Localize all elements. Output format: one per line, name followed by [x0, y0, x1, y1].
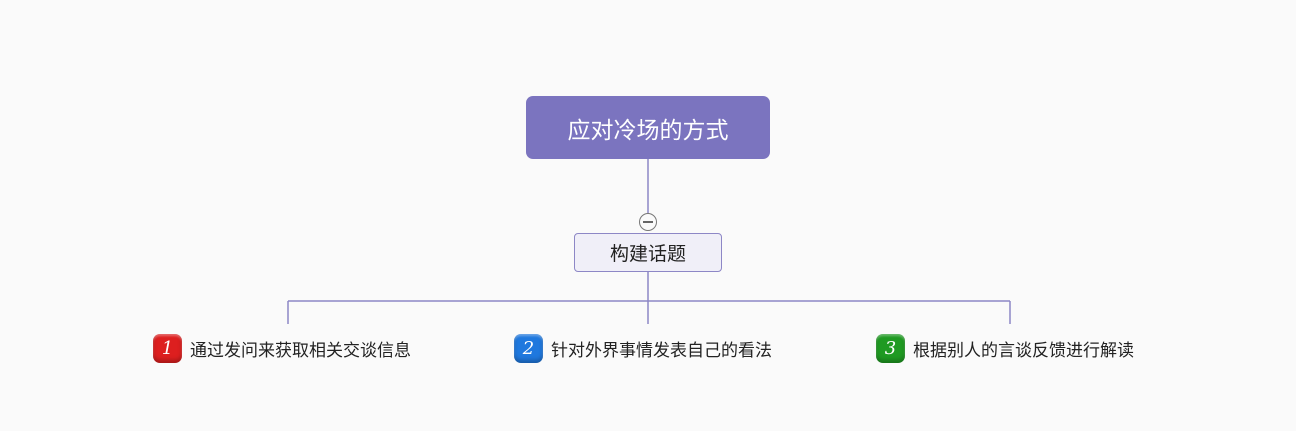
subtopic-node[interactable]: 构建话题	[574, 233, 722, 272]
leaf-topic-label: 根据别人的言谈反馈进行解读	[913, 340, 1134, 361]
collapse-minus-icon[interactable]	[639, 213, 657, 231]
subtopic-label: 构建话题	[609, 243, 686, 265]
priority-2-icon: 2	[514, 333, 543, 363]
leaf-topic-label: 针对外界事情发表自己的看法	[551, 340, 772, 361]
leaf-topic-label: 通过发问来获取相关交谈信息	[190, 340, 411, 361]
priority-1-icon: 1	[153, 333, 182, 363]
root-topic-label: 应对冷场的方式	[567, 117, 729, 144]
leaf-topic-2[interactable]: 2 针对外界事情发表自己的看法	[514, 333, 772, 363]
root-topic[interactable]: 应对冷场的方式	[526, 96, 770, 159]
leaf-topic-1[interactable]: 1 通过发问来获取相关交谈信息	[153, 333, 411, 363]
priority-3-icon: 3	[876, 333, 905, 363]
leaf-topic-3[interactable]: 3 根据别人的言谈反馈进行解读	[876, 333, 1134, 363]
